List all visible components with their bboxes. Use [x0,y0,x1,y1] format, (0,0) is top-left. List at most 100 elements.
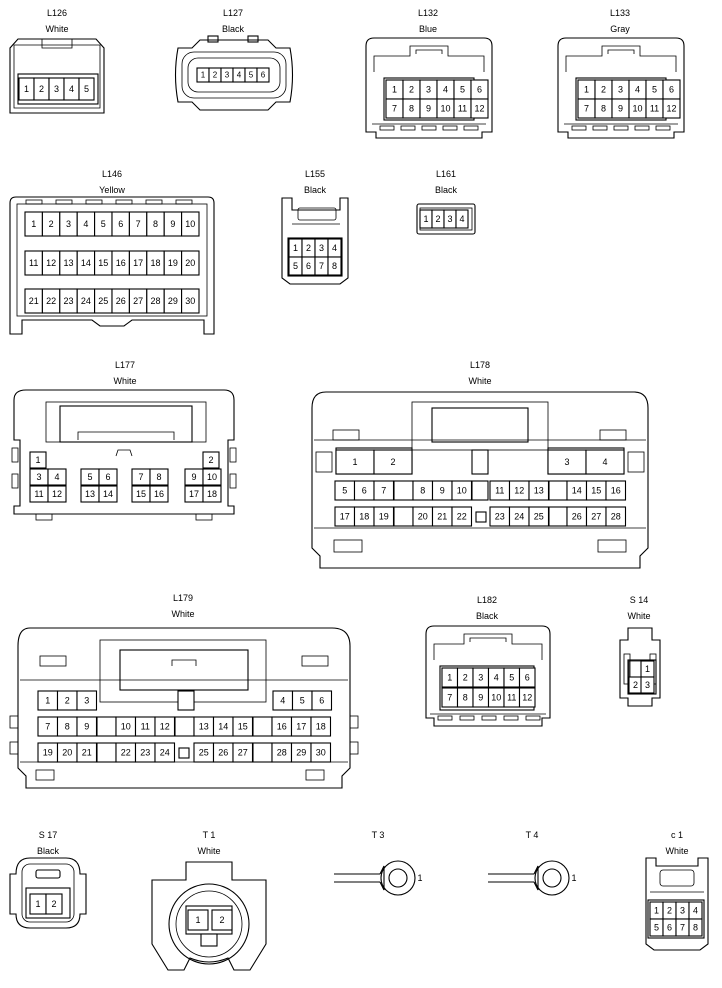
pin-l179-18: 18 [316,722,326,732]
pin-l155-1: 1 [293,243,298,253]
pin-l127-5: 5 [249,71,254,80]
pin-l127-6: 6 [261,71,266,80]
pin-l146-22: 22 [46,296,56,306]
pin-l177-11: 11 [34,489,43,499]
pin-l132-2: 2 [409,85,414,95]
connector-color-l146: Yellow [99,185,125,195]
pin-l177-4: 4 [54,472,59,482]
connector-code-t1: T 1 [203,830,216,840]
pin-l161-3: 3 [447,214,452,224]
pin-l126-5: 5 [84,84,89,94]
pin-l127-2: 2 [213,71,218,80]
pin-l146-27: 27 [133,296,143,306]
pin-l133-1: 1 [584,85,589,95]
connector-code-t4: T 4 [526,830,539,840]
pin-l179-11: 11 [141,722,150,732]
pin-l133-9: 9 [618,104,623,114]
pin-l177-14: 14 [103,489,113,499]
pin-c1-1: 1 [654,906,659,916]
pin-l182-4: 4 [494,673,499,683]
connector-color-t1: White [197,846,220,856]
connector-color-l182: Black [476,611,499,621]
pin-l155-3: 3 [319,243,324,253]
pin-l132-9: 9 [426,104,431,114]
pin-t1-2: 2 [219,915,224,925]
pin-l146-14: 14 [81,258,91,268]
pin-l133-7: 7 [584,104,589,114]
pin-l146-17: 17 [133,258,143,268]
pin-c1-5: 5 [654,923,659,933]
pin-l179-16: 16 [277,722,287,732]
pin-l146-29: 29 [168,296,178,306]
pin-l178-24: 24 [514,512,524,522]
pin-l179-19: 19 [43,748,53,758]
pin-l178-25: 25 [534,512,544,522]
pin-l132-6: 6 [477,85,482,95]
pin-l146-25: 25 [98,296,108,306]
pin-l182-8: 8 [463,693,468,703]
connector-color-l179: White [171,609,194,619]
pin-l146-11: 11 [29,258,38,268]
pin-l182-2: 2 [463,673,468,683]
pin-s14-1: 1 [645,664,650,674]
pin-l146-23: 23 [63,296,73,306]
pin-l133-2: 2 [601,85,606,95]
pin-l179-24: 24 [160,748,170,758]
connector-color-l127: Black [222,24,245,34]
pin-l177-18: 18 [207,489,217,499]
pin-l182-3: 3 [478,673,483,683]
pin-l179-12: 12 [160,722,170,732]
pin-l178-26: 26 [572,512,582,522]
pin-l179-5: 5 [300,696,305,706]
pin-l132-10: 10 [440,104,450,114]
pin-l178-14: 14 [572,486,582,496]
pin-l178-15: 15 [591,486,601,496]
pin-l178-3: 3 [564,457,569,467]
pin-l126-2: 2 [39,84,44,94]
pin-l179-25: 25 [199,748,209,758]
pin-l146-8: 8 [153,219,158,229]
pin-l179-15: 15 [238,722,248,732]
pin-l178-18: 18 [359,512,369,522]
pin-l179-3: 3 [84,696,89,706]
pin-l178-21: 21 [437,512,447,522]
pin-t4-1: 1 [571,873,576,883]
pin-l178-4: 4 [602,457,607,467]
pin-l177-13: 13 [85,489,95,499]
pin-l177-15: 15 [136,489,146,499]
connector-code-l132: L132 [418,8,438,18]
connector-color-l155: Black [304,185,327,195]
pin-l179-17: 17 [296,722,306,732]
connector-color-l177: White [113,376,136,386]
pin-t3-1: 1 [417,873,422,883]
pin-l178-2: 2 [390,457,395,467]
pin-l179-4: 4 [280,696,285,706]
pin-l178-23: 23 [495,512,505,522]
pin-l178-20: 20 [418,512,428,522]
pin-c1-4: 4 [693,906,698,916]
pin-l161-1: 1 [423,214,428,224]
connector-color-s17: Black [37,846,60,856]
pin-l179-23: 23 [140,748,150,758]
connector-t4: T 4 1 [488,830,577,896]
pin-l179-27: 27 [238,748,248,758]
connector-code-l155: L155 [305,169,325,179]
connector-code-l178: L178 [470,360,490,370]
connector-code-l146: L146 [102,169,122,179]
pin-l178-6: 6 [362,486,367,496]
pin-l178-8: 8 [420,486,425,496]
pin-l133-5: 5 [652,85,657,95]
connector-color-l133: Gray [610,24,630,34]
pin-l155-2: 2 [306,243,311,253]
connector-code-c1: c 1 [671,830,683,840]
pin-l133-4: 4 [635,85,640,95]
pin-s17-2: 2 [51,899,56,909]
pin-l146-16: 16 [116,258,126,268]
connector-color-l161: Black [435,185,458,195]
pin-l179-20: 20 [62,748,72,758]
pin-l146-1: 1 [31,219,36,229]
